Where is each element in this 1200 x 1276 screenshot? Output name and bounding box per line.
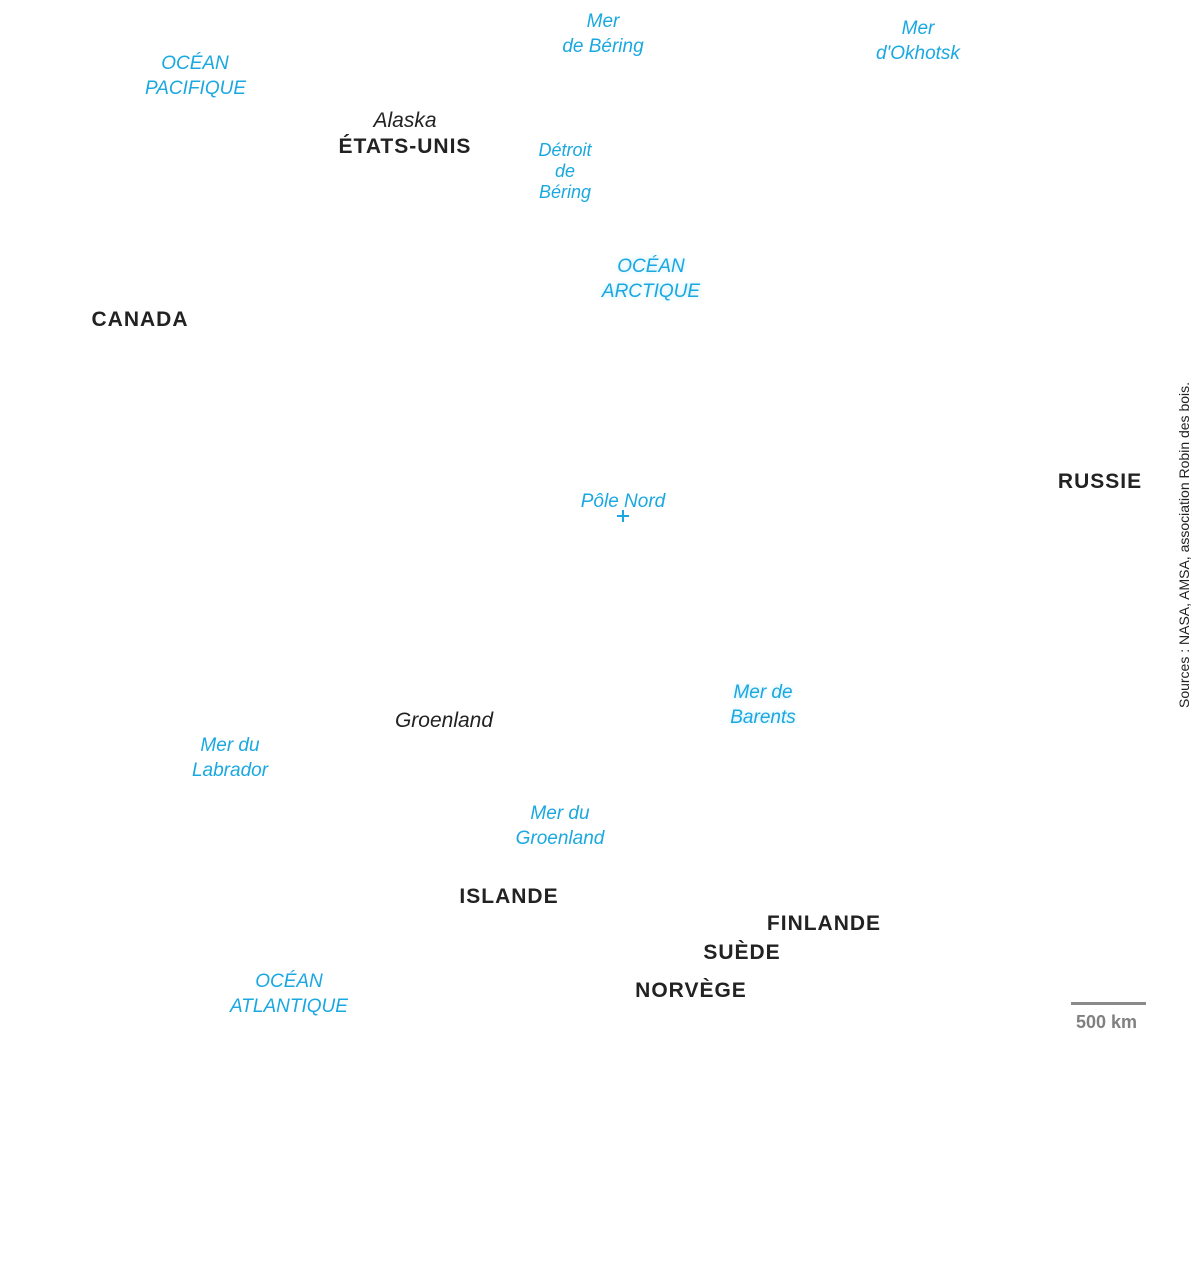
finlande-label: FINLANDE (766, 912, 882, 935)
canada-label: CANADA (91, 308, 189, 331)
islande-label: ISLANDE (459, 885, 559, 908)
sources-credit: Sources : NASA, AMSA, association Robin … (1176, 381, 1192, 709)
mer-d-okhotsk-label: Mer d'Okhotsk (876, 18, 960, 64)
suede-label: SUÈDE (703, 941, 781, 964)
mer-du-groenland-label: Mer du Groenland (515, 803, 605, 849)
ocean-pacifique-label: OCÉAN PACIFIQUE (145, 53, 246, 99)
mer-de-bering-label: Mer de Béring (562, 11, 644, 57)
groenland-label: Groenland (394, 709, 494, 732)
ocean-arctique-label: OCÉAN ARCTIQUE (601, 256, 701, 302)
russie-label: RUSSIE (1057, 470, 1143, 493)
pole-nord-label: Pôle Nord (580, 491, 666, 512)
scale-label: 500 km (1076, 1012, 1138, 1032)
scale-bar (1071, 1002, 1146, 1005)
alaska-label: Alaska (373, 109, 437, 132)
norvege-label: NORVÈGE (635, 979, 747, 1002)
pole-nord-cross-icon (617, 510, 629, 522)
mer-de-barents-label: Mer de Barents (730, 682, 796, 728)
detroit-de-bering-label: Détroit de Béring (538, 140, 592, 203)
ocean-atlantique-label: OCÉAN ATLANTIQUE (230, 971, 348, 1017)
etats-unis-label: ÉTATS-UNIS (338, 135, 472, 158)
mer-du-labrador-label: Mer du Labrador (191, 735, 269, 781)
